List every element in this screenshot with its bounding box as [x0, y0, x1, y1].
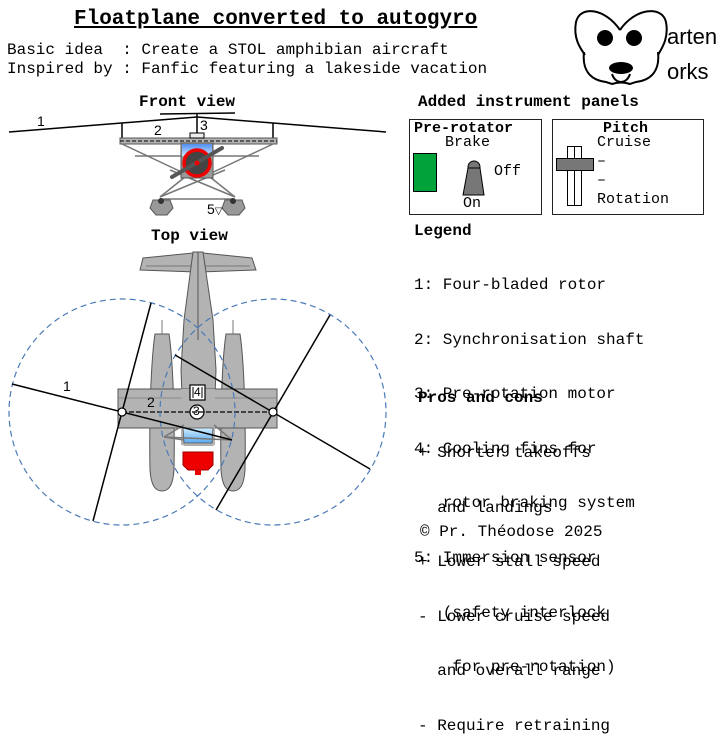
front-right-float: [221, 199, 246, 216]
inspired-row: Inspired by : Fanfic featuring a lakesid…: [7, 60, 487, 78]
pitch-lever[interactable]: [556, 158, 594, 171]
top-label-3: 3: [193, 404, 200, 418]
front-label-5: 5▽: [207, 201, 223, 217]
cooling-fins-icon: [189, 384, 206, 401]
basic-idea-text: Create a STOL amphibian aircraft: [141, 41, 449, 59]
logo-text-line1: arten: [667, 24, 718, 49]
legend-item: 2: Synchronisation shaft: [414, 330, 645, 349]
front-rotor: [8, 112, 387, 140]
basic-idea-label: Basic idea :: [7, 41, 142, 59]
pre-rotator-off-label: Off: [494, 163, 522, 180]
top-label-2: 2: [147, 394, 155, 410]
left-rotor-disc: [8, 298, 236, 526]
pitch-label-cruise: Cruise: [597, 134, 652, 151]
inspired-text: Fanfic featuring a lakeside vacation: [141, 60, 488, 78]
basic-idea-row: Basic idea : Create a STOL amphibian air…: [7, 41, 449, 59]
pros-cons-title: Pros and cons: [418, 389, 543, 407]
instrument-panels-title: Added instrument panels: [418, 93, 639, 111]
top-label-1: 1: [63, 378, 71, 394]
pre-rotator-toggle-switch[interactable]: [410, 120, 543, 216]
pre-rotator-indicator-light: [413, 153, 437, 192]
pros-cons-item: - Require retraining: [418, 716, 611, 735]
pros-cons-list: + Shorter takeoffs and landings + Lower …: [418, 408, 610, 754]
pros-cons-item: and overall range: [418, 662, 601, 681]
legend-item: 4: Cooling fins for: [414, 439, 597, 458]
pitch-label-mark1: –: [597, 153, 607, 170]
pre-rotator-panel: Pre-rotator Brake Off On: [409, 119, 542, 215]
top-engine: [182, 451, 214, 471]
legend-item: rotor braking system: [414, 494, 635, 513]
front-prerotation-motor: [189, 132, 205, 139]
page-title: Floatplane converted to autogyro: [74, 8, 478, 31]
dog-face-icon: [574, 10, 668, 86]
front-left-float-hub: [158, 198, 164, 204]
front-label-2: 2: [154, 122, 162, 138]
front-label-1: 1: [37, 113, 45, 129]
left-rotor-hub: [117, 407, 127, 417]
front-view-title: Front view: [139, 93, 236, 111]
pre-rotator-on-label: On: [463, 195, 482, 212]
pre-rotator-subtitle: Brake: [445, 134, 491, 151]
front-view-drawing: [8, 112, 387, 216]
top-view-title: Top view: [151, 227, 228, 245]
pre-rotator-title: Pre-rotator: [414, 120, 514, 137]
pros-cons-item: - Lower cruise speed: [418, 607, 611, 626]
front-rotor-blade-left: [8, 116, 198, 133]
right-rotor-disc: [159, 298, 387, 526]
pitch-slider-track-right: [574, 146, 582, 206]
pitch-title: Pitch: [603, 120, 649, 137]
top-label-4: 4: [194, 385, 201, 399]
logo-text-line2: orks: [667, 59, 709, 84]
immersion-sensor-icon: ▽: [214, 206, 223, 217]
front-left-float: [149, 199, 174, 216]
logo-graphic: [574, 10, 668, 86]
top-canopy: [182, 427, 214, 444]
legend-item: 3: Pre-rotation motor: [414, 385, 616, 404]
logo-right-eye: [626, 30, 642, 46]
pitch-label-mark2: –: [597, 172, 607, 189]
pros-cons-item: + Lower stall speed: [418, 553, 601, 572]
pitch-panel: Pitch Cruise – – Rotation: [552, 119, 704, 215]
right-rotor-hub: [268, 407, 278, 417]
front-right-float-hub: [230, 198, 236, 204]
inspired-label: Inspired by :: [7, 60, 142, 78]
front-rotor-blade-right: [196, 116, 387, 133]
front-spinner: [194, 160, 200, 166]
copyright: © Pr. Théodose 2025: [420, 523, 603, 541]
top-view-drawing: [8, 251, 387, 526]
logo-nose: [609, 62, 633, 74]
legend-item: 1: Four-bladed rotor: [414, 276, 607, 294]
front-label-3: 3: [200, 117, 208, 133]
pitch-label-rotation: Rotation: [597, 191, 670, 208]
pros-cons-item: and landings: [418, 498, 553, 517]
pros-cons-item: + Shorter takeoffs: [418, 444, 591, 462]
legend-title: Legend: [414, 222, 472, 240]
top-spinner: [195, 470, 201, 475]
logo-left-eye: [597, 30, 613, 46]
